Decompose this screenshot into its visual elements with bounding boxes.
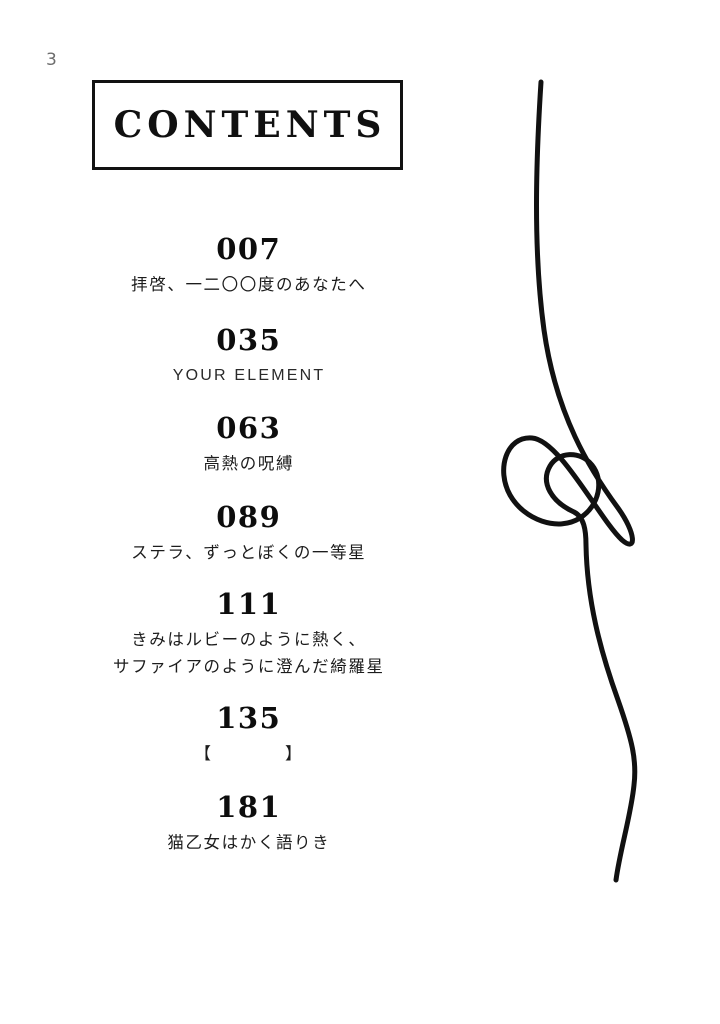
toc-entry-title: 【 】 xyxy=(40,741,456,768)
toc-entry-page-number: 111 xyxy=(216,586,282,621)
contents-heading-box: CONTENTS xyxy=(92,80,403,170)
toc-entry-title: ステラ、ずっとぼくの一等星 xyxy=(40,540,456,567)
page-title: CONTENTS xyxy=(113,104,387,146)
toc-entry-title-line: YOUR ELEMENT xyxy=(172,367,326,385)
toc-entry-page-number: 035 xyxy=(216,322,282,357)
toc-entry[interactable]: 007 拝啓、一二〇〇度のあなたへ xyxy=(40,232,456,299)
toc-entry-title: きみはルビーのように熱く、サファイアのように澄んだ綺羅星 xyxy=(40,627,456,680)
toc-entry[interactable]: 111 きみはルビーのように熱く、サファイアのように澄んだ綺羅星 xyxy=(40,587,456,681)
toc-entry-title-line: 高熱の呪縛 xyxy=(203,454,295,474)
toc-entry-page-number: 089 xyxy=(216,500,282,534)
toc-entry-title-line: 拝啓、一二〇〇度のあなたへ xyxy=(131,275,367,295)
toc-entry-page-number: 181 xyxy=(216,789,282,824)
toc-entry-title: 猫乙女はかく語りき xyxy=(40,830,456,857)
page-number: 3 xyxy=(46,50,58,70)
toc-entry-title-line: きみはルビーのように熱く、 xyxy=(131,630,367,650)
toc-entry-title: 拝啓、一二〇〇度のあなたへ xyxy=(40,272,456,299)
toc-entry[interactable]: 063 高熱の呪縛 xyxy=(40,411,456,478)
toc-entry-title: 高熱の呪縛 xyxy=(40,451,456,478)
toc-entry-title-line: 【 】 xyxy=(194,743,304,763)
flowing-line-art-ornament xyxy=(440,40,720,1010)
toc-entry-page-number: 063 xyxy=(216,411,282,446)
toc-entry-title: YOUR ELEMENT xyxy=(40,363,456,389)
toc-entry-page-number: 135 xyxy=(216,700,282,735)
toc-entry-page-number: 007 xyxy=(216,232,282,266)
toc-entry-title-line: サファイアのように澄んだ綺羅星 xyxy=(113,656,385,676)
toc-entry[interactable]: 181 猫乙女はかく語りき xyxy=(40,790,456,857)
toc-entry[interactable]: 089 ステラ、ずっとぼくの一等星 xyxy=(40,500,456,567)
toc-entry-title-line: ステラ、ずっとぼくの一等星 xyxy=(131,543,367,563)
ornament-path xyxy=(501,79,638,883)
toc-entry[interactable]: 135 【 】 xyxy=(40,701,456,768)
toc-entry-title-line: 猫乙女はかく語りき xyxy=(167,832,331,852)
